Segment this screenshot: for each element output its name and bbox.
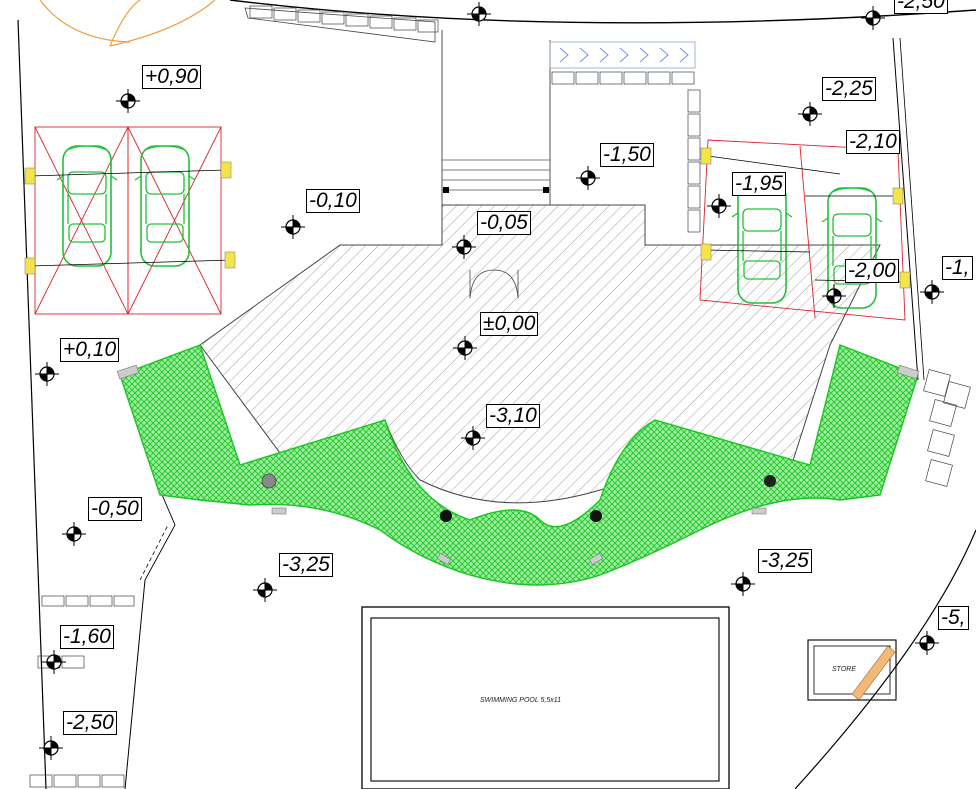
level-label-minus-1-95: -1,95 <box>732 172 786 196</box>
level-label-minus-2-50: -2,50 <box>63 711 117 735</box>
level-label-minus-3-25-left: -3,25 <box>279 553 333 577</box>
level-label-minus-1-right: -1, <box>942 256 973 280</box>
level-label-minus-0-50: -0,50 <box>88 497 142 521</box>
level-label-minus-2-25: -2,25 <box>822 77 876 101</box>
pool-label: SWIMMING POOL 5,5x11 <box>480 697 562 704</box>
level-label-minus-5-right: -5, <box>938 606 969 630</box>
level-label-minus-1-50: -1,50 <box>600 143 654 167</box>
level-label-minus-2-10: -2,10 <box>846 130 900 154</box>
level-label-minus-2-00: -2,00 <box>845 259 899 283</box>
level-label-minus-1-60: -1,60 <box>60 625 114 649</box>
level-label-minus-0-05: -0,05 <box>477 211 531 235</box>
level-label-zero: ±0,00 <box>480 312 539 336</box>
level-label-plus-0-90: +0,90 <box>142 65 202 89</box>
level-label-plus-0-10: +0,10 <box>60 338 120 362</box>
level-label-minus-3-25-right: -3,25 <box>758 549 812 573</box>
level-label-minus-3-10: -3,10 <box>486 404 540 428</box>
store-label: STORE <box>832 666 856 673</box>
level-label-top-right: -2,50 <box>894 0 948 14</box>
level-label-minus-0-10: -0,10 <box>306 189 360 213</box>
